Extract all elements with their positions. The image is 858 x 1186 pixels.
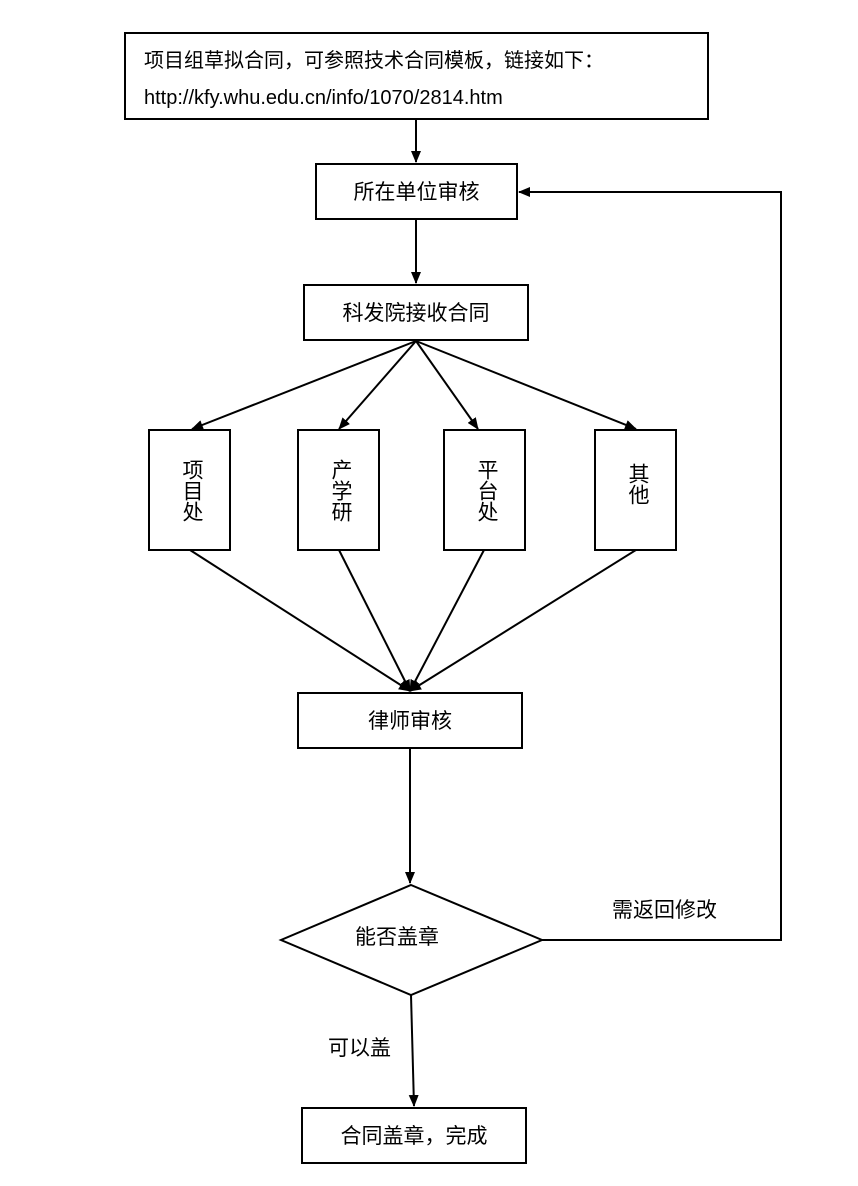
start-instruction-text: 项目组草拟合同，可参照技术合同模板，链接如下： — [144, 48, 604, 72]
arrow-other-to-lawyer — [409, 549, 637, 692]
dept-other-node: 其他 — [594, 429, 677, 551]
dept-project-label: 项目处 — [180, 459, 204, 522]
arrow-decision-to-end — [408, 994, 419, 1107]
arrow-receive-to-iur — [338, 340, 417, 430]
start-node: 项目组草拟合同，可参照技术合同模板，链接如下： http://kfy.whu.e… — [124, 32, 709, 120]
receive-label: 科发院接收合同 — [342, 300, 490, 325]
dept-iur-label: 产学研 — [329, 459, 353, 522]
dept-project-node: 项目处 — [148, 429, 231, 551]
template-link[interactable]: http://kfy.whu.edu.cn/info/1070/2814.htm — [144, 87, 503, 109]
dept-other-label: 其他 — [626, 463, 650, 505]
unit-review-node: 所在单位审核 — [315, 163, 518, 220]
arrow-project-to-lawyer — [189, 549, 411, 692]
arrow-receive-to-other — [415, 340, 637, 430]
decision-label: 能否盖章 — [355, 925, 439, 949]
dept-platform-label: 平台处 — [475, 459, 499, 522]
lawyer-review-node: 律师审核 — [297, 692, 523, 749]
arrow-platform-to-lawyer — [409, 549, 485, 692]
receive-node: 科发院接收合同 — [303, 284, 529, 341]
yes-edge-label: 可以盖 — [328, 1036, 391, 1060]
arrow-iur-to-lawyer — [338, 549, 411, 692]
arrow-receive-to-platform — [415, 340, 479, 430]
return-edge-label: 需返回修改 — [612, 898, 717, 922]
end-label: 合同盖章，完成 — [340, 1123, 488, 1148]
unit-review-label: 所在单位审核 — [353, 179, 480, 204]
dept-iur-node: 产学研 — [297, 429, 380, 551]
dept-platform-node: 平台处 — [443, 429, 526, 551]
lawyer-review-label: 律师审核 — [368, 708, 452, 733]
arrow-receive-to-project — [191, 340, 417, 430]
end-node: 合同盖章，完成 — [301, 1107, 527, 1164]
arrow-feedback-loop — [518, 187, 782, 941]
